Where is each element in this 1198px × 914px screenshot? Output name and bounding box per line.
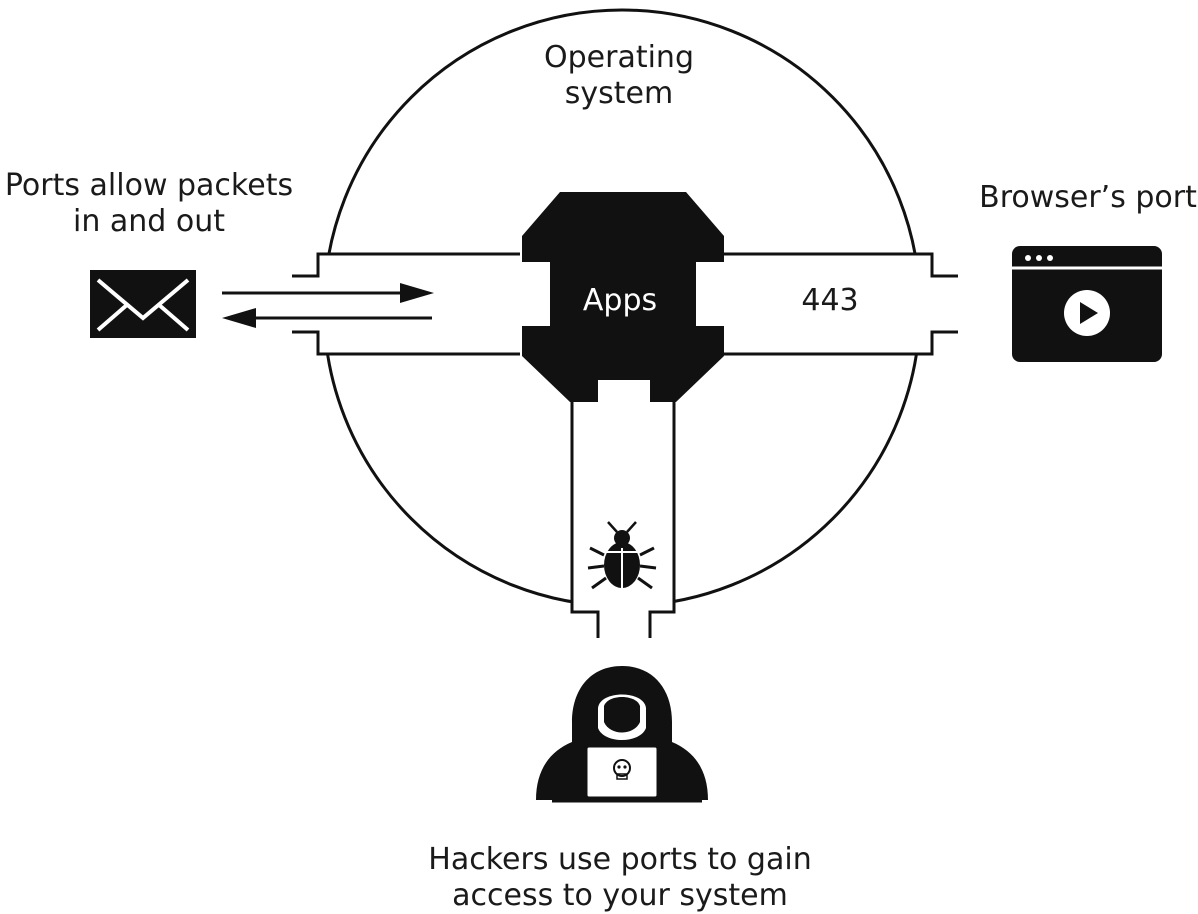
port-number-label: 443 (801, 283, 859, 318)
ports-allow-label-line1: Ports allow packets (4, 168, 294, 203)
envelope-icon (90, 270, 196, 338)
browser-window-icon (1012, 246, 1162, 362)
operating-system-label-line1: Operating (544, 40, 694, 75)
hackers-label: Hackers use ports to gain access to your… (380, 842, 860, 914)
apps-label: Apps (582, 283, 658, 318)
hooded-hacker-icon (536, 666, 708, 803)
right-port-tube (724, 254, 958, 354)
hackers-label-line1: Hackers use ports to gain (428, 842, 812, 877)
left-port-tube (292, 254, 520, 354)
bottom-port-tube (572, 400, 674, 638)
operating-system-label-line2: system (564, 76, 674, 111)
ports-allow-label-line2: in and out (73, 204, 225, 239)
apps-core (522, 192, 724, 402)
ports-allow-label: Ports allow packets in and out (0, 168, 298, 240)
bug-icon (587, 521, 657, 590)
browsers-port-label: Browser’s port (979, 180, 1197, 215)
operating-system-label: Operating system (524, 40, 714, 112)
packet-arrows (222, 283, 434, 328)
hackers-label-line2: access to your system (452, 878, 788, 913)
